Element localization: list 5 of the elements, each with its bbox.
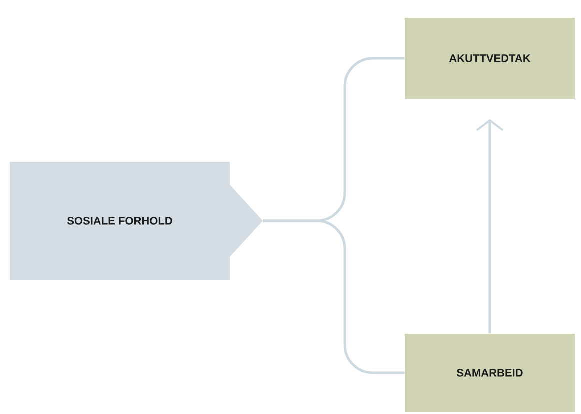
connector-line xyxy=(263,220,405,374)
process-box: AKUTTVEDTAK xyxy=(405,18,575,99)
process-box: SAMARBEID xyxy=(405,334,575,412)
arrow xyxy=(476,119,504,334)
pointer-box: SOSIALE FORHOLD xyxy=(10,162,263,280)
